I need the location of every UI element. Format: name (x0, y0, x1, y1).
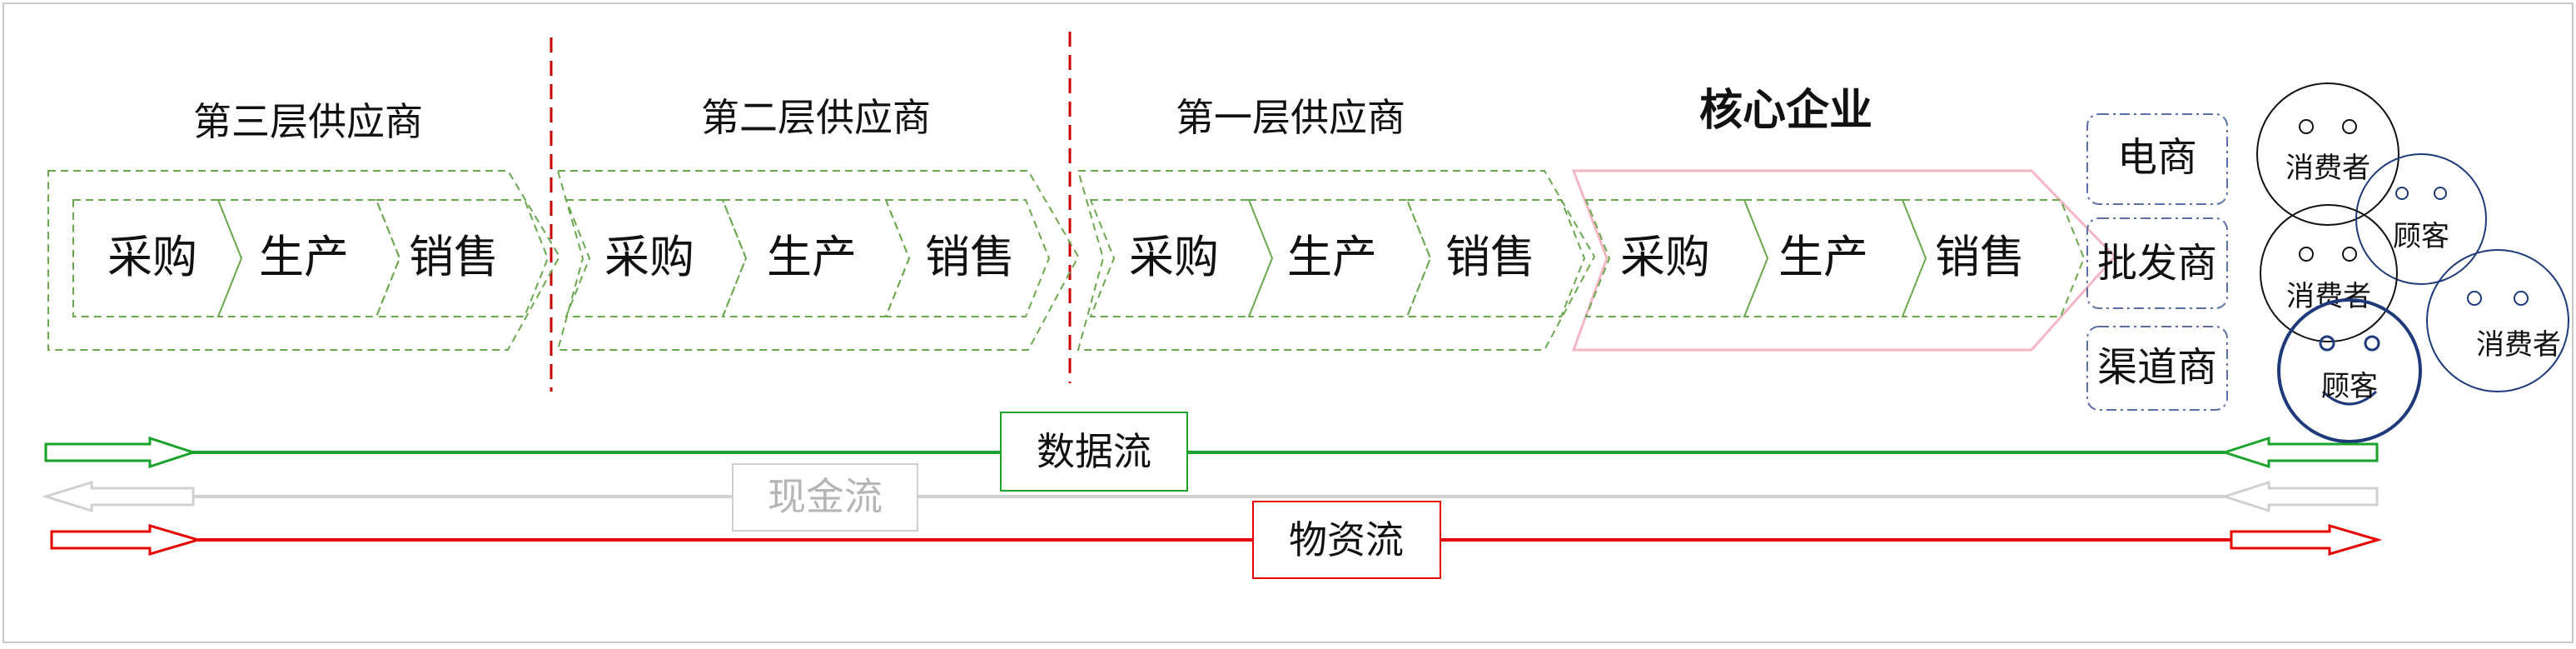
data-flow-arrow-left (2220, 436, 2379, 469)
data-flow: 数据流 (44, 412, 2379, 492)
tier-2-step-1-label: 采购 (604, 231, 694, 283)
material-flow-arrow-end (2230, 523, 2383, 557)
material-flow-label: 物资流 (1289, 517, 1404, 562)
tier-1-supplier (1077, 170, 1596, 351)
client-face-1-eye-right (2434, 187, 2447, 200)
client-face-1-label: 顾客 (2393, 220, 2449, 253)
channel-box-distributor (2086, 326, 2228, 411)
tier-1-outer-arrow (1077, 170, 1596, 351)
channel-label-wholesaler: 批发商 (2097, 240, 2217, 287)
core-step-2-chevron (1743, 199, 1927, 317)
tier-3-step-2-chevron (216, 199, 401, 317)
cash-flow: 现金流 (41, 463, 2379, 532)
client-face-2-eye-right (2364, 335, 2380, 352)
core-step-3-label: 销售 (1935, 231, 2025, 283)
consumer-face-1-eye-left (2299, 119, 2314, 134)
consumer-face-1-label: 消费者 (2285, 152, 2370, 185)
consumer-face-3-eye-left (2467, 291, 2482, 306)
consumer-face-2: 消费者 (2260, 204, 2398, 342)
tier-3-step-2-label: 生产 (259, 231, 349, 283)
tier-3-supplier (47, 170, 561, 351)
data-flow-label: 数据流 (1037, 429, 1151, 474)
tier-2-supplier (556, 170, 1080, 351)
consumer-face-2-eye-right (2342, 247, 2357, 262)
core-step-2-label: 生产 (1778, 231, 1868, 283)
client-face-1-circle (2355, 153, 2487, 285)
client-face-2-circle (2277, 298, 2422, 443)
consumer-face-3-eye-right (2514, 291, 2529, 306)
tier-1-step-2-label: 生产 (1287, 231, 1377, 283)
core-outer-arrow (1571, 169, 2117, 352)
consumer-face-1-circle (2256, 82, 2399, 226)
tier-3-step-3-label: 销售 (409, 231, 499, 283)
material-flow: 物资流 (50, 501, 2383, 579)
channel-boxes (2086, 113, 2228, 411)
client-face-2-eye-left (2319, 335, 2335, 352)
cash-flow-label-box (732, 463, 918, 532)
core-step-3-chevron (1901, 199, 2086, 317)
tier-2-outer-arrow (556, 170, 1080, 351)
consumer-face-2-eye-left (2299, 247, 2314, 262)
core-enterprise (1571, 169, 2117, 352)
tier-2-step-2-label: 生产 (767, 231, 857, 283)
tier-2-step-3-chevron (884, 199, 1051, 317)
tier-1-step-2-chevron (1247, 199, 1432, 317)
channel-box-ecommerce (2086, 113, 2228, 205)
core-step-1-label: 采购 (1620, 231, 1710, 283)
channel-label-distributor: 渠道商 (2097, 344, 2217, 391)
tier-3-outer-arrow (47, 170, 561, 351)
consumer-face-2-label: 消费者 (2286, 280, 2371, 313)
tier-1-step-3-label: 销售 (1445, 231, 1535, 283)
consumer-face-1-eye-right (2342, 119, 2357, 134)
customer-faces: 消费者 顾客 消费者 消费者 顾客 (2256, 82, 2569, 443)
client-face-2-smile (2321, 390, 2378, 406)
cash-flow-arrow-left-end (2220, 480, 2379, 513)
material-flow-arrow-start (50, 523, 203, 557)
tier-1-step-1-label: 采购 (1129, 231, 1219, 283)
cash-flow-arrow-left (41, 480, 195, 513)
tier-title-2: 第二层供应商 (701, 95, 931, 140)
tier-1-step-1-chevron (1089, 199, 1274, 317)
tier-2-step-3-label: 销售 (925, 231, 1015, 283)
tier-title-core: 核心企业 (1699, 86, 1872, 136)
material-flow-label-box (1252, 501, 1441, 579)
client-face-2: 顾客 (2277, 298, 2422, 443)
tier-title-3: 第三层供应商 (193, 99, 423, 144)
tier-3-step-1-label: 采购 (107, 231, 197, 283)
tier-1-step-3-chevron (1405, 199, 1586, 317)
channel-label-ecommerce: 电商 (2117, 134, 2197, 181)
data-flow-label-box (1000, 412, 1188, 492)
consumer-face-3-circle (2426, 249, 2569, 392)
core-step-1-chevron (1584, 199, 1769, 317)
consumer-face-3-label: 消费者 (2476, 328, 2561, 362)
consumer-face-3: 消费者 (2426, 249, 2569, 392)
channel-box-wholesaler (2086, 217, 2228, 309)
consumer-face-1: 消费者 (2256, 82, 2399, 226)
tier-3-step-1-chevron (72, 199, 243, 317)
client-face-1-eye-left (2395, 187, 2409, 200)
consumer-face-2-circle (2260, 204, 2398, 342)
client-face-1: 顾客 (2355, 153, 2487, 285)
client-face-2-label: 顾客 (2321, 370, 2378, 403)
cash-flow-label: 现金流 (768, 474, 883, 519)
tier-title-1: 第一层供应商 (1176, 95, 1405, 140)
data-flow-arrow-right (44, 436, 197, 469)
